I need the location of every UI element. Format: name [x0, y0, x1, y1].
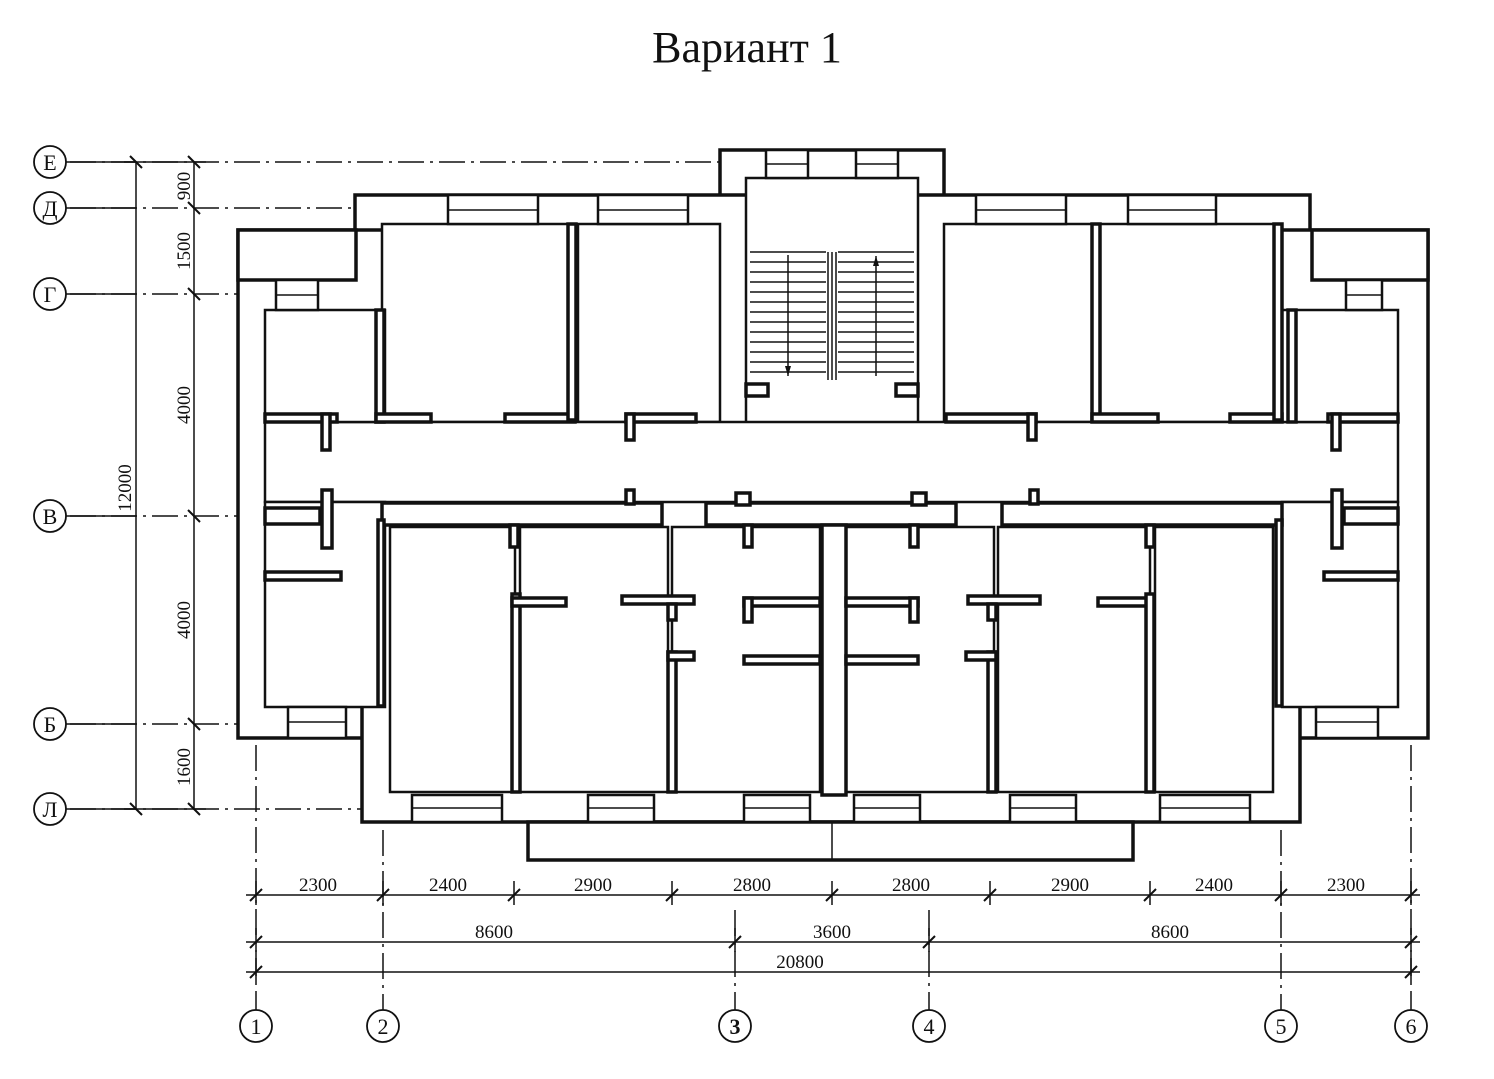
axis-bubble-3 — [718, 1009, 752, 1043]
dim-h-row2-2: 3600 — [813, 922, 851, 943]
partitions — [263, 222, 1400, 797]
dim-v-900: 900 — [174, 172, 195, 201]
dim-h-row1-7: 2400 — [1195, 875, 1233, 896]
dim-v-total: 12000 — [115, 464, 136, 512]
axis-label-b: Б — [44, 712, 57, 737]
axis-bubble-1 — [239, 1009, 273, 1043]
dim-h-row1-3: 2900 — [574, 875, 612, 896]
axis-label-3: 3 — [730, 1014, 741, 1039]
dim-v-1600: 1600 — [174, 748, 195, 786]
horizontal-dimensions: 2300 2400 2900 2800 2800 2900 2400 2300 … — [246, 875, 1420, 982]
dim-h-row1-1: 2300 — [299, 875, 337, 896]
axis-label-v: В — [43, 504, 58, 529]
staircase — [750, 251, 914, 380]
dim-h-row1-6: 2900 — [1051, 875, 1089, 896]
drawing-title: Вариант 1 — [652, 23, 842, 72]
axis-label-l: Л — [43, 797, 58, 822]
axis-bubble-e — [33, 145, 67, 179]
axis-bubble-6 — [1394, 1009, 1428, 1043]
dim-h-row1-5: 2800 — [892, 875, 930, 896]
axis-label-g: Г — [44, 282, 57, 307]
dim-v-4000-lower: 4000 — [174, 601, 195, 639]
axis-bubble-d — [33, 191, 67, 225]
axis-bubble-b — [33, 707, 67, 741]
axis-bubble-g — [33, 277, 67, 311]
dim-h-row1-2: 2400 — [429, 875, 467, 896]
axis-number-bubbles: 1 2 3 4 5 6 — [239, 1009, 1428, 1043]
dim-h-row2-3: 8600 — [1151, 922, 1189, 943]
axis-label-6: 6 — [1406, 1014, 1417, 1039]
axis-label-d: Д — [42, 196, 57, 221]
axis-bubble-2 — [366, 1009, 400, 1043]
axis-letter-bubbles: Е Д Г В Б Л — [33, 145, 136, 826]
axis-label-1: 1 — [251, 1014, 262, 1039]
axis-bubble-v — [33, 499, 67, 533]
axis-label-5: 5 — [1276, 1014, 1287, 1039]
dim-v-1500: 1500 — [174, 232, 195, 270]
dim-h-row1-4: 2800 — [733, 875, 771, 896]
windows — [274, 148, 1384, 824]
axis-label-2: 2 — [378, 1014, 389, 1039]
dim-v-4000-upper: 4000 — [174, 386, 195, 424]
axis-label-4: 4 — [924, 1014, 935, 1039]
vertical-dimensions: 900 1500 4000 4000 1600 12000 — [115, 155, 206, 816]
dim-h-row1-8: 2300 — [1327, 875, 1365, 896]
dim-h-row2-1: 8600 — [475, 922, 513, 943]
dim-h-row3-total: 20800 — [776, 952, 824, 973]
axis-label-e: Е — [43, 150, 56, 175]
axis-bubble-5 — [1264, 1009, 1298, 1043]
axis-bubble-4 — [912, 1009, 946, 1043]
axis-bubble-l — [33, 792, 67, 826]
